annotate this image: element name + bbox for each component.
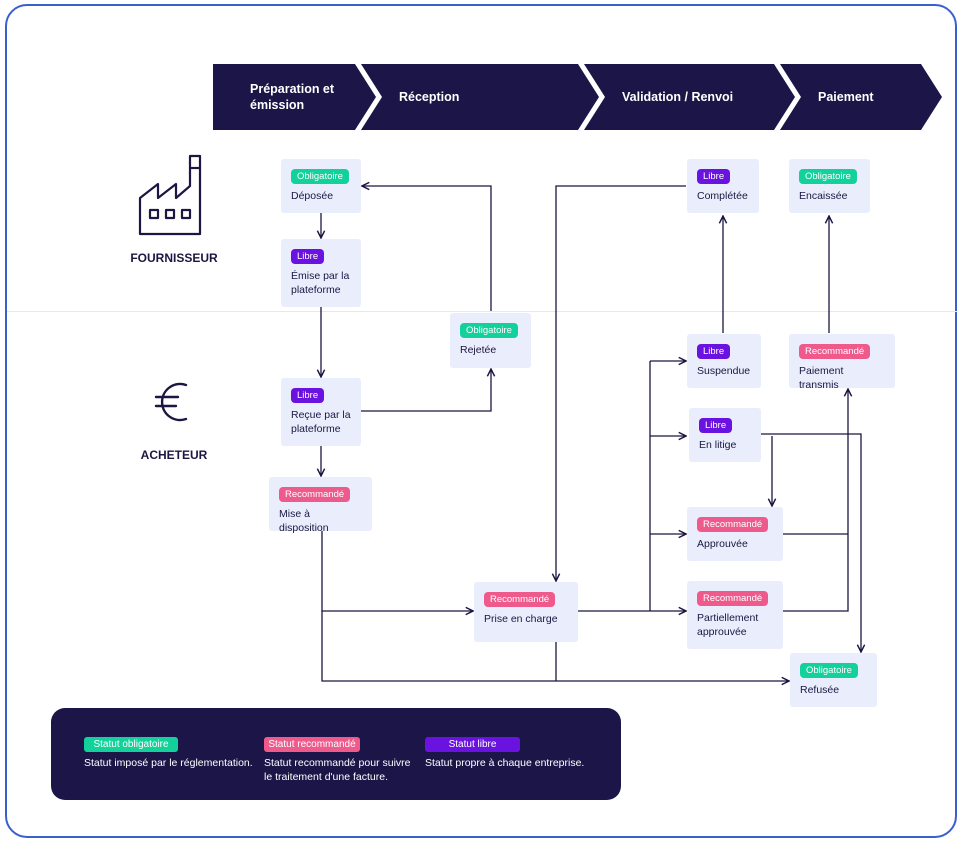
node-label: Approuvée (697, 538, 748, 550)
status-badge: Obligatoire (800, 663, 858, 678)
phase-validation: Validation / Renvoi (622, 64, 782, 130)
node-en-litige: Libre En litige (689, 408, 761, 462)
phase-label: Validation / Renvoi (622, 90, 734, 104)
node-label: Suspendue (697, 365, 751, 377)
node-refusee: Obligatoire Refusée (790, 653, 877, 707)
legend-text-line: Statut propre à chaque entreprise. (425, 757, 585, 769)
phase-reception: Réception (399, 64, 549, 130)
factory-icon (138, 154, 202, 236)
node-label: plateforme (291, 284, 341, 296)
status-badge: Libre (291, 249, 325, 264)
node-encaissee: Obligatoire Encaissée (789, 159, 870, 213)
node-label: Prise en charge (484, 613, 558, 625)
legend-text-free: Statut propre à chaque entreprise. (425, 756, 615, 770)
status-badge: Obligatoire (799, 169, 857, 184)
node-rejetee: Obligatoire Rejetée (450, 313, 531, 368)
status-badge: Libre (697, 344, 731, 359)
status-badge: Recommandé (799, 344, 871, 359)
node-deposee: Obligatoire Déposée (281, 159, 361, 213)
node-label: Reçue par la (291, 409, 351, 421)
euro-icon (154, 382, 188, 422)
node-suspendue: Libre Suspendue (687, 334, 761, 388)
phase-paiement: Paiement (818, 64, 918, 130)
legend-badge-mandatory: Statut obligatoire (84, 737, 178, 752)
node-partiellement-approuvee: Recommandé Partiellement approuvée (687, 581, 783, 649)
node-completee: Libre Complétée (687, 159, 759, 213)
node-emise: Libre Émise par la plateforme (281, 239, 361, 307)
status-badge: Recommandé (697, 591, 769, 606)
phase-label: Réception (399, 90, 460, 104)
legend-text-line: le traitement d'une facture. (264, 771, 388, 783)
node-label: Complétée (697, 190, 748, 202)
node-prise-en-charge: Recommandé Prise en charge (474, 582, 578, 642)
legend-text-line: Statut imposé par le réglementation. (84, 757, 253, 769)
node-recue: Libre Reçue par la plateforme (281, 378, 361, 446)
node-label: Rejetée (460, 344, 497, 356)
node-approuvee: Recommandé Approuvée (687, 507, 783, 561)
actor-divider (7, 311, 957, 312)
node-label: Mise à disposition (279, 508, 329, 534)
node-label: Encaissée (799, 190, 848, 202)
status-badge: Obligatoire (460, 323, 518, 338)
status-badge: Recommandé (697, 517, 769, 532)
legend-text-recommended: Statut recommandé pour suivre le traitem… (264, 756, 424, 784)
actor-buyer-label: ACHETEUR (140, 448, 208, 462)
node-mise-a-disposition: Recommandé Mise à disposition (269, 477, 372, 534)
legend-text-line: Statut recommandé pour suivre (264, 757, 411, 769)
node-label: Émise par la (291, 270, 350, 282)
node-label: Refusée (800, 684, 840, 696)
actor-supplier-label: FOURNISSEUR (130, 251, 218, 265)
node-label: En litige (699, 439, 737, 451)
status-badge: Recommandé (279, 487, 351, 502)
phase-label: Paiement (818, 90, 874, 104)
status-badge: Libre (291, 388, 325, 403)
node-label: Partiellement (697, 612, 759, 624)
phase-label: Préparation et (250, 82, 335, 96)
phase-label: émission (250, 98, 305, 112)
node-paiement-transmis: Recommandé Paiement transmis (789, 334, 895, 391)
status-badge: Recommandé (484, 592, 556, 607)
status-badge: Obligatoire (291, 169, 349, 184)
legend-text-mandatory: Statut imposé par le réglementation. (84, 756, 274, 770)
status-badge: Libre (699, 418, 733, 433)
phase-preparation: Préparation et émission (250, 64, 360, 130)
status-badge: Libre (697, 169, 731, 184)
legend-panel: Statut obligatoire Statut imposé par le … (51, 708, 621, 800)
node-label: Déposée (291, 190, 334, 202)
node-label: plateforme (291, 423, 341, 435)
legend-badge-free: Statut libre (425, 737, 520, 752)
node-label: approuvée (697, 626, 747, 638)
legend-badge-recommended: Statut recommandé (264, 737, 360, 752)
node-label: Paiement transmis (799, 365, 844, 391)
